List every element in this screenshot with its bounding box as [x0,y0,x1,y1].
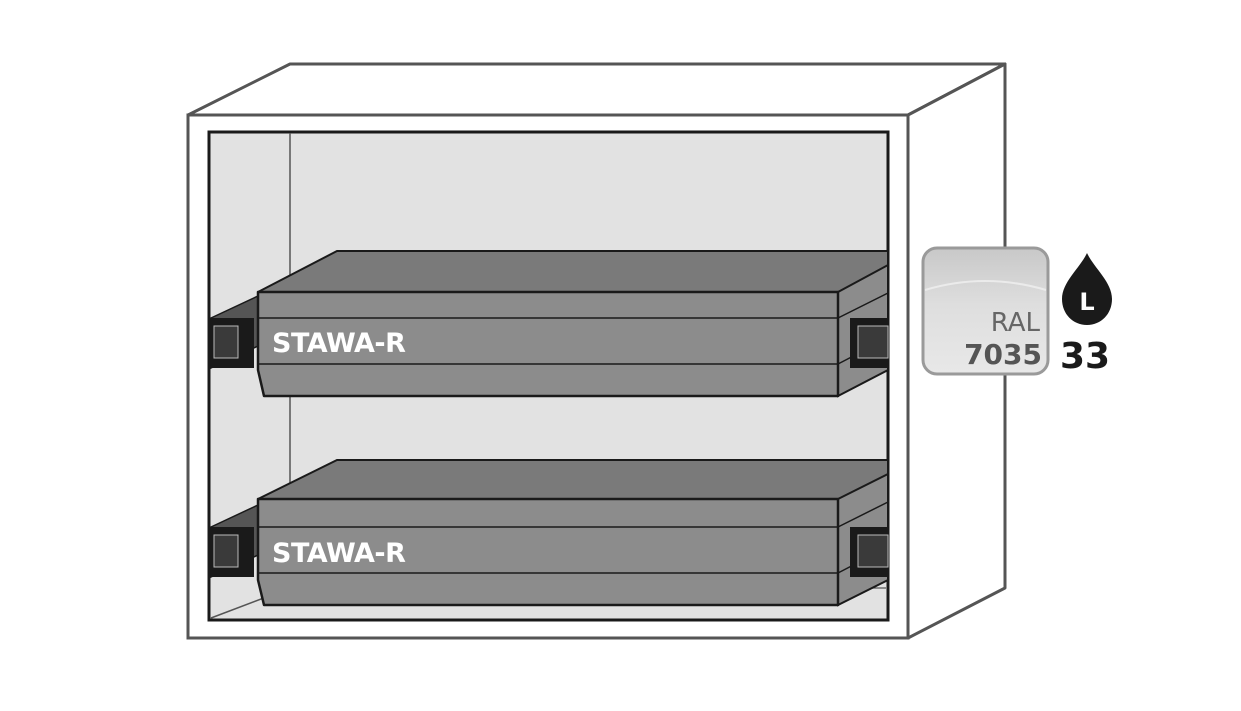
tray-label-upper: STAWA-R [272,328,406,359]
tray-lower: STAWA-R [210,459,889,607]
ral-color-badge: RAL 7035 [921,246,1050,376]
ral-code: 7035 [964,338,1042,371]
ral-badge-swatch [921,246,1050,376]
volume-unit: L [1079,288,1094,316]
cabinet-top-face [186,62,1007,117]
volume-value: 33 [1060,336,1110,377]
tray-label-lower: STAWA-R [272,538,406,569]
tray-front-lower [256,497,840,607]
liquid-drop-icon [1062,253,1112,325]
tray-upper: STAWA-R [210,250,889,398]
tray-inner-lower [257,459,889,500]
volume-badge: L 33 [1060,253,1112,377]
tray-inner-upper [257,250,889,293]
ral-label: RAL [991,308,1041,338]
